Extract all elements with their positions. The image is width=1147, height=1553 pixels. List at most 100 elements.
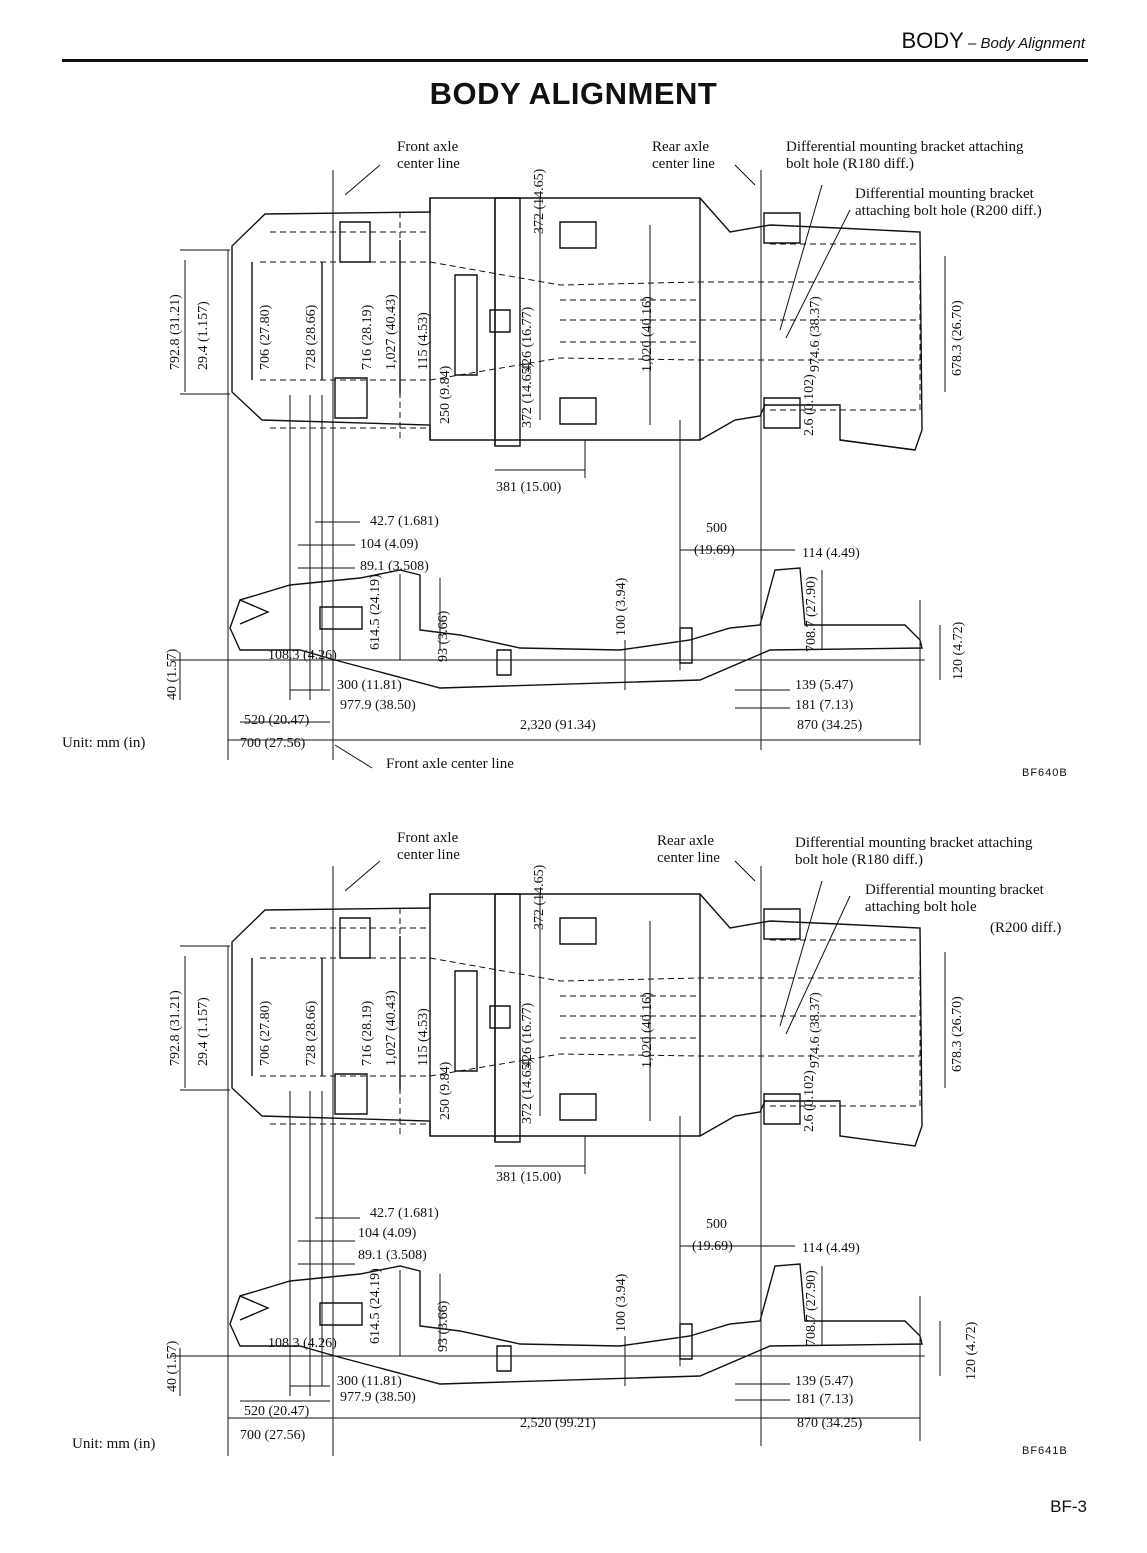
dim-108-3-2: 108.3 (4.26) (268, 1336, 337, 1351)
front-axle-bottom-label: Front axle center line (386, 756, 514, 772)
dim-716-1: 716 (28.19) (360, 304, 375, 370)
dim-708-7-2: 708.7 (27.90) (804, 1270, 819, 1346)
dim-29-4-1: 29.4 (1.157) (196, 301, 211, 370)
dim-104-1: 104 (4.09) (360, 537, 419, 552)
dim-114-2: 114 (4.49) (802, 1241, 860, 1256)
dim-250-1: 250 (9.84) (438, 365, 453, 424)
dim-100-1: 100 (3.94) (614, 577, 629, 636)
rear-axle-line-1: Rear axle (657, 833, 715, 849)
dim-614-5-1: 614.5 (24.19) (368, 574, 383, 650)
dim-706-1: 706 (27.80) (258, 304, 273, 370)
diff-r200-line-2: attaching bolt hole (865, 899, 977, 915)
dim-104-2: 104 (4.09) (358, 1226, 417, 1241)
dim-792-8-2: 792.8 (31.21) (168, 990, 183, 1066)
dim-115-1: 115 (4.53) (416, 312, 431, 370)
dim-520-1: 520 (20.47) (244, 713, 310, 728)
dim-1020-2: 1,020 (40.16) (640, 992, 655, 1068)
dim-1020-1: 1,020 (40.16) (640, 296, 655, 372)
header-separator: – (963, 35, 981, 52)
unit-label-2: Unit: mm (in) (72, 1436, 156, 1452)
dim-500-1: 500 (706, 521, 727, 536)
dim-181-1: 181 (7.13) (795, 698, 854, 713)
diff-r180-line-2: bolt hole (R180 diff.) (795, 852, 924, 868)
dim-372-bottom-1: 372 (14.65) (520, 362, 535, 428)
diff-r200-line-1: Differential mounting bracket (855, 186, 1034, 202)
dim-42-7-1: 42.7 (1.681) (370, 514, 439, 529)
dim-372-top-1: 372 (14.65) (532, 168, 547, 234)
dim-40-1: 40 (1.57) (165, 648, 180, 700)
front-axle-line-1: Front axle (397, 139, 459, 155)
dim-678-3-1: 678.3 (26.70) (950, 300, 965, 376)
dim-40-2: 40 (1.57) (165, 1340, 180, 1392)
dim-181-2: 181 (7.13) (795, 1392, 854, 1407)
dim-372-bottom-2: 372 (14.65) (520, 1058, 535, 1124)
dim-870-1: 870 (34.25) (797, 718, 863, 733)
dim-2-6-1: 2.6 (0.102) (802, 374, 817, 436)
dim-706-2: 706 (27.80) (258, 1000, 273, 1066)
dim-520-2: 520 (20.47) (244, 1404, 310, 1419)
dim-300-2: 300 (11.81) (337, 1374, 402, 1389)
figure-code-1: BF640B (1022, 767, 1068, 779)
diff-r200-line-3: (R200 diff.) (990, 920, 1062, 936)
dim-93-2: 93 (3.66) (436, 1300, 451, 1352)
dim-614-5-2: 614.5 (24.19) (368, 1268, 383, 1344)
diff-r200-line-1: Differential mounting bracket (865, 882, 1044, 898)
unit-label-1: Unit: mm (in) (62, 735, 146, 751)
figure-code-2: BF641B (1022, 1445, 1068, 1457)
dim-250-2: 250 (9.84) (438, 1061, 453, 1120)
dim-120-1: 120 (4.72) (951, 621, 966, 680)
diff-r180-line-2: bolt hole (R180 diff.) (786, 156, 915, 172)
dim-728-2: 728 (28.66) (304, 1000, 319, 1066)
dim-114-1: 114 (4.49) (802, 546, 860, 561)
front-axle-line-2: center line (397, 847, 460, 863)
dim-792-8-1: 792.8 (31.21) (168, 294, 183, 370)
dim-2320-1: 2,320 (91.34) (520, 718, 596, 733)
dim-974-6-1: 974.6 (38.37) (808, 296, 823, 372)
dim-381-1: 381 (15.00) (496, 480, 562, 495)
figure-1-drawing (0, 0, 1147, 800)
dim-974-6-2: 974.6 (38.37) (808, 992, 823, 1068)
dim-139-2: 139 (5.47) (795, 1374, 854, 1389)
dim-89-1-1: 89.1 (3.508) (360, 559, 429, 574)
diff-r180-line-1: Differential mounting bracket attaching (786, 139, 1024, 155)
dim-977-9-1: 977.9 (38.50) (340, 698, 416, 713)
dim-700-1: 700 (27.56) (240, 736, 306, 751)
dim-300-1: 300 (11.81) (337, 678, 402, 693)
dim-1027-2: 1,027 (40.43) (384, 990, 399, 1066)
front-axle-line-1: Front axle (397, 830, 459, 846)
dim-139-1: 139 (5.47) (795, 678, 854, 693)
rear-axle-line-1: Rear axle (652, 139, 710, 155)
dim-678-3-2: 678.3 (26.70) (950, 996, 965, 1072)
page-title: BODY ALIGNMENT (429, 76, 718, 111)
diff-r180-line-1: Differential mounting bracket attaching (795, 835, 1033, 851)
dim-728-1: 728 (28.66) (304, 304, 319, 370)
page-number: BF-3 (1050, 1497, 1087, 1516)
dim-93-1: 93 (3.66) (436, 610, 451, 662)
dim-870-2: 870 (34.25) (797, 1416, 863, 1431)
dim-700-2: 700 (27.56) (240, 1428, 306, 1443)
figure-2-drawing (0, 696, 1147, 1496)
dim-108-3-1: 108.3 (4.26) (268, 648, 337, 663)
running-header: BODY – Body Alignment (901, 28, 1085, 54)
dim-89-1-2: 89.1 (3.508) (358, 1248, 427, 1263)
dim-500-2: 500 (706, 1217, 727, 1232)
dim-708-7-1: 708.7 (27.90) (804, 576, 819, 652)
header-subsection-label: Body Alignment (980, 35, 1085, 52)
diff-r200-line-2: attaching bolt hole (R200 diff.) (855, 203, 1042, 219)
dim-115-2: 115 (4.53) (416, 1008, 431, 1066)
dim-29-4-2: 29.4 (1.157) (196, 997, 211, 1066)
dim-1027-1: 1,027 (40.43) (384, 294, 399, 370)
dim-2520-2: 2,520 (99.21) (520, 1416, 596, 1431)
dim-120-2: 120 (4.72) (964, 1321, 979, 1380)
dim-977-9-2: 977.9 (38.50) (340, 1390, 416, 1405)
dim-716-2: 716 (28.19) (360, 1000, 375, 1066)
dim-500-in-1: (19.69) (694, 543, 735, 558)
dim-100-2: 100 (3.94) (614, 1273, 629, 1332)
